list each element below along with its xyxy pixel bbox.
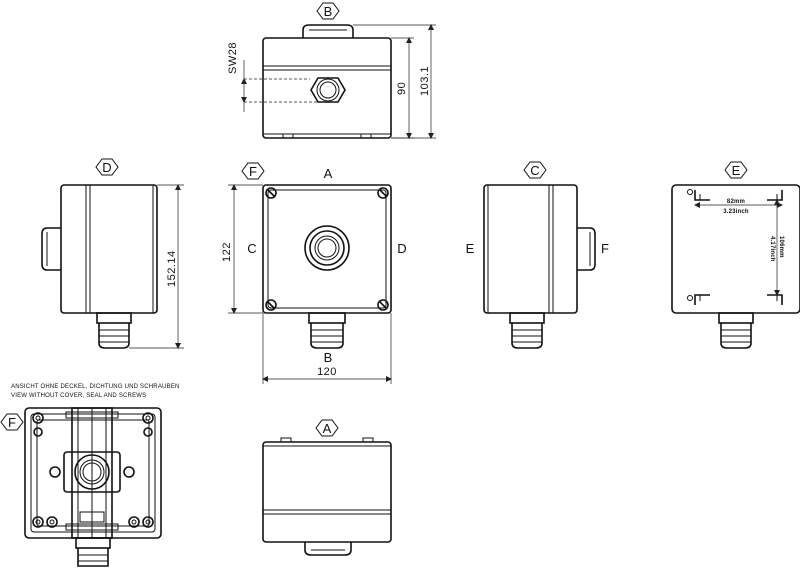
side-gland-c (577, 227, 596, 271)
dim-height-122: 122 (221, 242, 233, 262)
svg-text:F: F (249, 164, 257, 179)
caption-de: ANSICHT OHNE DECKEL, DICHTUNG UND SCHRAU… (11, 384, 180, 390)
view-f-interior: ANSICHT OHNE DECKEL, DICHTUNG UND SCHRAU… (0, 384, 180, 567)
face-label-b: B (324, 350, 333, 365)
view-b: B SW28 90 103.1 (227, 2, 436, 139)
view-label-b: B (316, 2, 340, 20)
view-label-e: E (724, 161, 748, 179)
view-d: D 152.14 (41, 158, 184, 349)
face-label-a: A (324, 166, 333, 181)
box-lid-front (262, 184, 392, 314)
box-body-a (262, 441, 392, 543)
dim-height-90: 90 (396, 82, 408, 95)
dim-vertical-106: 106mm (778, 236, 784, 258)
view-front: F A C D B (221, 162, 407, 384)
face-label-f: F (601, 241, 609, 256)
view-label-a: A (315, 419, 339, 437)
view-label-c: C (523, 161, 547, 179)
svg-text:A: A (323, 421, 332, 436)
view-label-f-front: F (241, 162, 265, 180)
box-body-d (60, 184, 158, 314)
dim-width-120: 120 (317, 366, 337, 378)
gland-hole-b (310, 77, 346, 103)
center-hole-front (304, 225, 350, 271)
dim-horizontal-82: 82mm (727, 199, 745, 205)
box-body-b (262, 37, 392, 139)
bottom-gland-d (96, 312, 132, 349)
svg-text:C: C (530, 163, 539, 178)
view-label-f-interior: F (0, 413, 24, 431)
svg-text:E: E (732, 163, 741, 178)
dim-hex: SW28 (227, 42, 239, 74)
mounting-brackets (687, 189, 783, 305)
svg-text:D: D (102, 160, 111, 175)
svg-text:F: F (8, 415, 16, 430)
corner-bosses (32, 412, 154, 528)
cable-gland-bottom (304, 542, 352, 556)
dim-horizontal-inch: 3.23inch (723, 209, 749, 215)
face-label-e: E (466, 241, 475, 256)
bottom-gland-f (75, 537, 111, 567)
bottom-gland-c (509, 312, 545, 349)
face-label-c: C (247, 241, 256, 256)
dim-height-103: 103.1 (419, 66, 431, 96)
caption-en: VIEW WITHOUT COVER, SEAL AND SCREWS (11, 393, 146, 399)
box-body-c (483, 184, 578, 314)
view-e: E 82mm 3.23inch 106mm 4.17inch (671, 161, 800, 349)
cable-gland-top (302, 24, 354, 38)
interior-box (24, 407, 162, 539)
view-c: C E F (466, 161, 609, 349)
corner-screws (265, 187, 389, 311)
svg-text:B: B (324, 4, 333, 19)
side-gland-d (41, 227, 61, 271)
view-a: A (262, 419, 392, 556)
dim-vertical-inch: 4.17inch (769, 236, 775, 262)
interior-gland (49, 451, 135, 493)
din-rail (65, 407, 119, 539)
view-label-d: D (95, 158, 119, 176)
dim-height-152: 152.14 (166, 250, 178, 287)
face-label-d: D (397, 241, 406, 256)
bottom-gland-front (308, 312, 346, 349)
bottom-gland-e (718, 312, 754, 349)
